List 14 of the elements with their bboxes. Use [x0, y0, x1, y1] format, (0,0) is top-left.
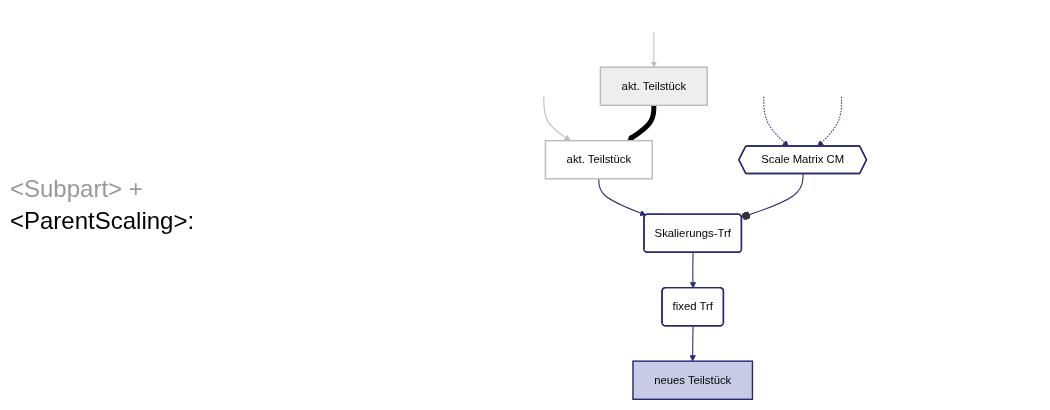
arrow [690, 252, 697, 289]
arrow [690, 325, 697, 362]
node-box: akt. Teilstück [600, 66, 709, 107]
connector [741, 173, 804, 221]
arrow [543, 96, 571, 141]
node-box: neues Teilstück [632, 360, 754, 401]
arrow [817, 96, 843, 147]
node-box: akt. Teilstück [545, 140, 654, 180]
arrow [651, 31, 658, 68]
arrow [763, 96, 790, 147]
arrow [627, 105, 657, 142]
note-text: <ParentScaling>: [10, 206, 196, 236]
note-text: <Subpart> + [10, 174, 144, 204]
arrow [598, 178, 647, 216]
